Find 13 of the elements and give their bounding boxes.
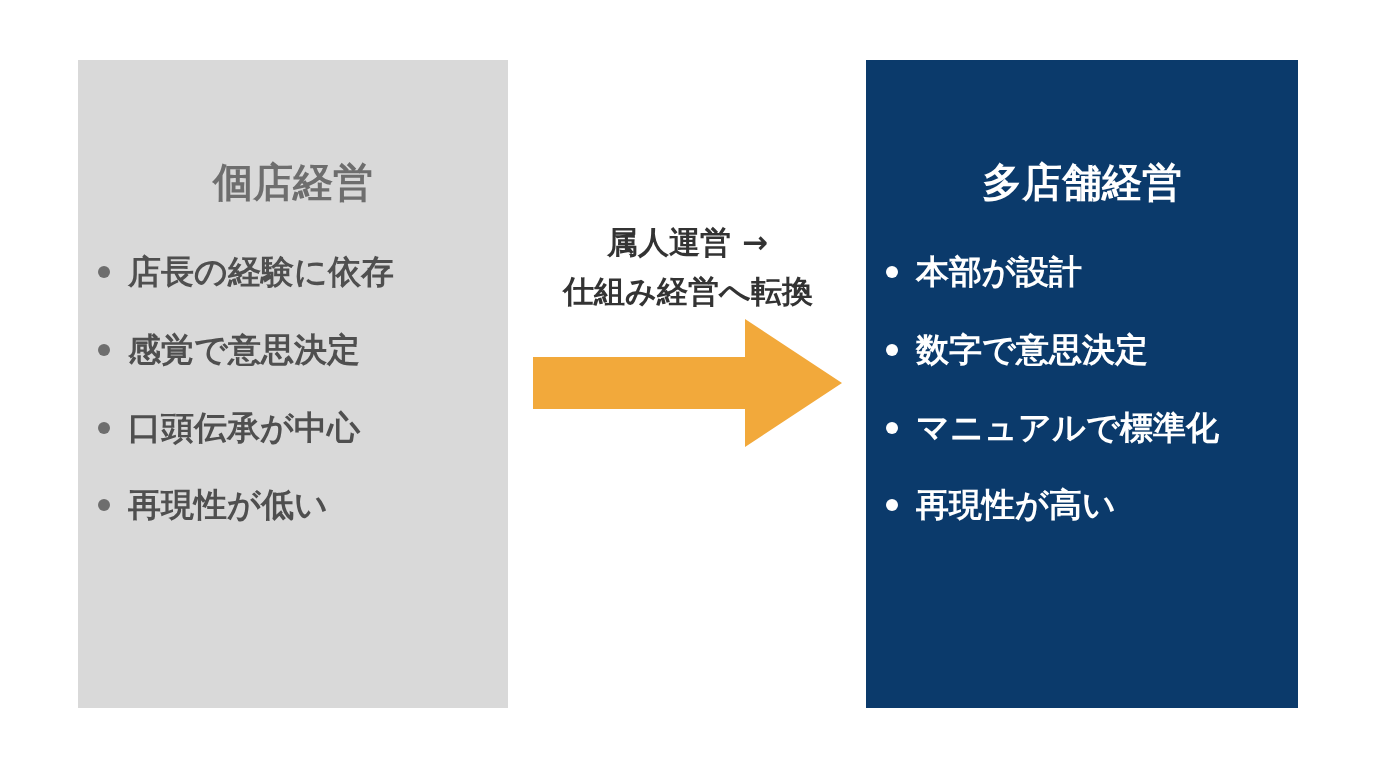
list-item: 本部が設計 (916, 252, 1082, 292)
list-item: 口頭伝承が中心 (128, 408, 360, 448)
list-item: 数字で意思決定 (916, 330, 1148, 370)
list-item: 店長の経験に依存 (128, 252, 394, 292)
list-item: マニュアルで標準化 (916, 408, 1219, 448)
panel (78, 60, 508, 708)
panel-heading: 多店舗経営 (981, 158, 1183, 206)
list-item: 再現性が低い (128, 485, 328, 525)
panel (866, 60, 1298, 708)
panel-heading: 個店経営 (211, 158, 374, 206)
arrow (533, 319, 842, 447)
list-item: 感覚で意思決定 (128, 330, 360, 370)
list-item: 再現性が高い (916, 485, 1116, 525)
